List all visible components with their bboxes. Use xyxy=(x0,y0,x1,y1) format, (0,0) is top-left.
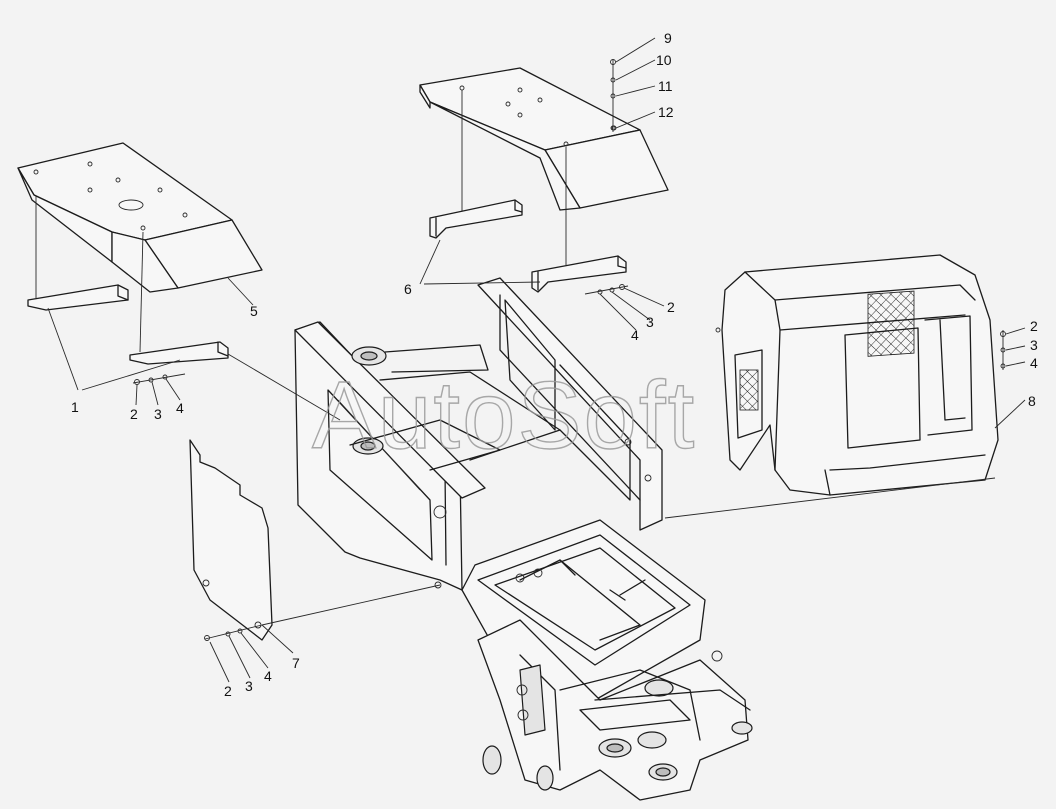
rear-hood-part-8 xyxy=(715,254,999,496)
callout-4: 4 xyxy=(1030,355,1038,371)
side-panel-part-7 xyxy=(189,439,273,641)
callout-3: 3 xyxy=(245,678,253,694)
callout-4: 4 xyxy=(264,668,272,684)
callout-1: 1 xyxy=(71,399,79,415)
left-brackets-part-1 xyxy=(27,284,229,365)
left-cover-part-5 xyxy=(17,142,263,353)
callout-4: 4 xyxy=(631,327,639,343)
top-brackets-part-6 xyxy=(429,199,627,293)
callout-12: 12 xyxy=(658,104,674,120)
callout-6: 6 xyxy=(404,281,412,297)
top-cover-part-12 xyxy=(419,67,669,265)
callout-3: 3 xyxy=(154,406,162,422)
callout-5: 5 xyxy=(250,303,258,319)
fasteners xyxy=(132,59,1006,641)
callout-10: 10 xyxy=(656,52,672,68)
leader-lines xyxy=(47,37,1026,683)
callout-8: 8 xyxy=(1028,393,1036,409)
callout-2: 2 xyxy=(224,683,232,699)
callout-4: 4 xyxy=(176,400,184,416)
callout-3: 3 xyxy=(1030,337,1038,353)
callout-3: 3 xyxy=(646,314,654,330)
callout-2: 2 xyxy=(1030,318,1038,334)
main-frame xyxy=(294,277,753,801)
callout-9: 9 xyxy=(664,30,672,46)
callout-2: 2 xyxy=(130,406,138,422)
callout-7: 7 xyxy=(292,655,300,671)
watermark-text: AutoSoft xyxy=(312,362,696,469)
callout-labels: 1 2 3 4 5 6 2 3 4 9 10 11 12 2 3 4 8 2 3… xyxy=(71,30,1038,699)
callout-11: 11 xyxy=(658,78,673,94)
callout-2: 2 xyxy=(667,299,675,315)
